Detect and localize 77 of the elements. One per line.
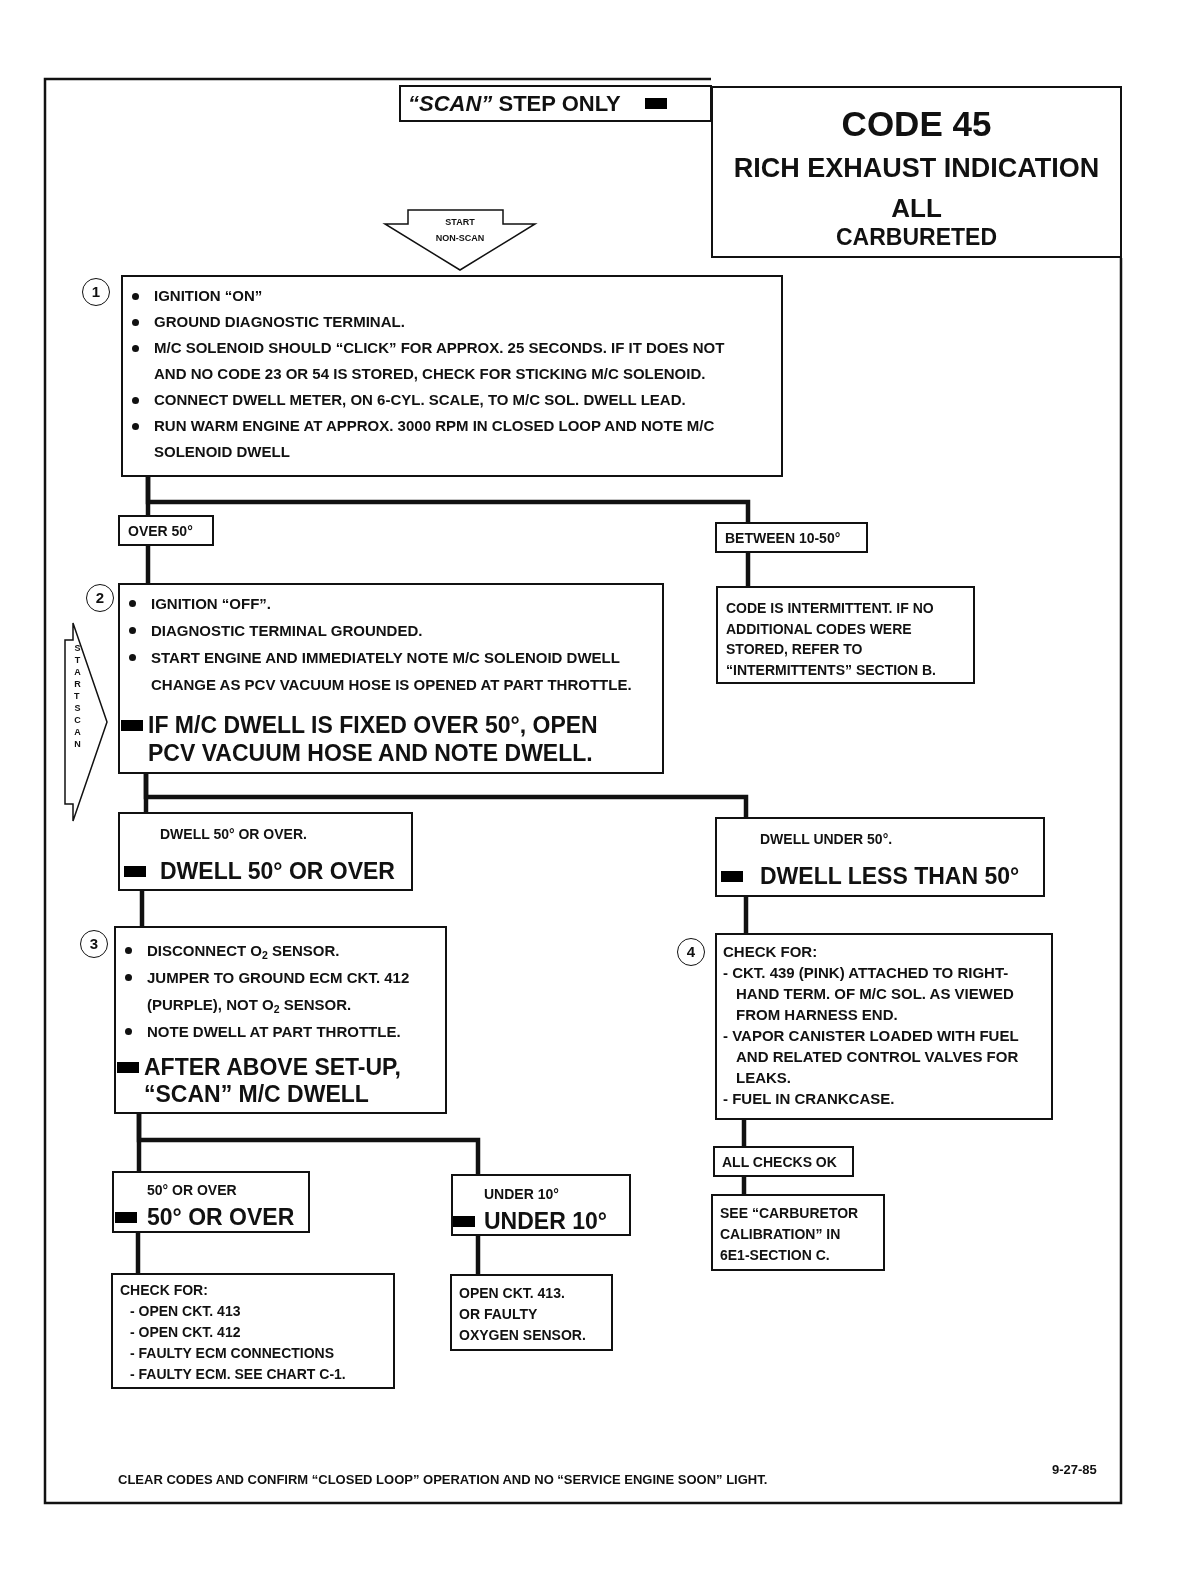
date-label: 9-27-85 bbox=[1052, 1462, 1097, 1478]
condition-box bbox=[713, 1146, 854, 1177]
condition-text: 50° OR OVER bbox=[147, 1182, 237, 1198]
connector-line bbox=[143, 774, 749, 817]
step-text: GROUND DIAGNOSTIC TERMINAL. bbox=[154, 312, 405, 332]
connector-line bbox=[135, 1233, 141, 1273]
check-item: - FAULTY ECM. SEE CHART C-1. bbox=[130, 1365, 346, 1384]
condition-text: DWELL UNDER 50°. bbox=[760, 831, 893, 847]
result-box bbox=[111, 1273, 395, 1389]
connector-line bbox=[475, 1236, 481, 1274]
condition-text: ALL CHECKS OK bbox=[722, 1152, 837, 1171]
condition-text: OVER 50° bbox=[128, 521, 193, 540]
check-item: - OPEN CKT. 412 bbox=[130, 1323, 241, 1342]
step-number: 2 bbox=[86, 584, 114, 612]
connector-line bbox=[741, 1120, 747, 1146]
subtitle-text: RICH EXHAUST INDICATION bbox=[733, 152, 1100, 185]
legend-text: “SCAN” STEP ONLY bbox=[408, 90, 621, 117]
result-box bbox=[450, 1274, 613, 1351]
step-text: M/C SOLENOID SHOULD “CLICK” FOR APPROX. 25 SECONDS. IF IT DOES NOT AND NO CODE 23 OR 54 IS STORED, CHECK FOR STICKING M/C SOLENOID. bbox=[154, 338, 726, 384]
scan-condition-text: DWELL LESS THAN 50° bbox=[760, 862, 1020, 891]
result-text: SEE “CARBURETOR CALIBRATION” IN 6E1-SECTION C. bbox=[720, 1204, 860, 1265]
footer-note: CLEAR CODES AND CONFIRM “CLOSED LOOP” OPERATION AND NO “SERVICE ENGINE SOON” LIGHT. bbox=[118, 1472, 768, 1488]
instruction-box bbox=[715, 933, 1053, 1120]
arrow-label: START SCAN bbox=[74, 642, 81, 750]
connector-line bbox=[743, 897, 749, 933]
check-item: - VAPOR CANISTER LOADED WITH FUEL AND RELATED CONTROL VALVES FOR LEAKS. bbox=[723, 1026, 1020, 1088]
step-text: NOTE DWELL AT PART THROTTLE. bbox=[147, 1022, 401, 1042]
result-text: CODE IS INTERMITTENT. IF NO ADDITIONAL CODES WERE STORED, REFER TO “INTERMITTENTS” SECTION B. bbox=[726, 599, 937, 680]
scan-step-text: IF M/C DWELL IS FIXED OVER 50°, OPEN PCV VACUUM HOSE AND NOTE DWELL. bbox=[148, 711, 599, 767]
condition-text: UNDER 10° bbox=[484, 1186, 559, 1202]
subtitle-text: CARBURETED bbox=[836, 224, 997, 250]
scan-step-text: AFTER ABOVE SET-UP, “SCAN” M/C DWELL bbox=[144, 1054, 402, 1108]
subtitle-text: ALL bbox=[891, 192, 942, 224]
step-number: 4 bbox=[677, 938, 705, 966]
result-text: OPEN CKT. 413. OR FAULTY OXYGEN SENSOR. bbox=[459, 1284, 587, 1345]
result-box bbox=[716, 586, 975, 684]
start-arrow bbox=[64, 622, 108, 822]
step-text: JUMPER TO GROUND ECM CKT. 412 (PURPLE), NOT O$_{2}$ SENSOR. bbox=[147, 968, 411, 1017]
step-text: CONNECT DWELL METER, ON 6-CYL. SCALE, TO M/C SOL. DWELL LEAD. bbox=[154, 390, 686, 410]
condition-box bbox=[112, 1171, 310, 1233]
start-arrow bbox=[383, 209, 537, 272]
step-text: IGNITION “OFF”. bbox=[151, 594, 271, 614]
condition-text: DWELL 50° OR OVER. bbox=[160, 826, 307, 842]
scan-condition-text: UNDER 10° bbox=[484, 1207, 607, 1235]
check-item: - CKT. 439 (PINK) ATTACHED TO RIGHT-HAND TERM. OF M/C SOL. AS VIEWED FROM HARNESS END. bbox=[723, 963, 1015, 1025]
instruction-box bbox=[114, 926, 447, 1114]
step-number: 1 bbox=[82, 278, 110, 306]
arrow-label: START NON-SCAN bbox=[434, 216, 486, 245]
instruction-box bbox=[121, 275, 783, 477]
condition-box bbox=[118, 812, 413, 891]
condition-text: BETWEEN 10-50° bbox=[725, 528, 841, 547]
title-text: CODE 45 bbox=[841, 104, 992, 144]
check-heading: CHECK FOR: bbox=[723, 942, 818, 962]
step-text: DIAGNOSTIC TERMINAL GROUNDED. bbox=[151, 621, 423, 641]
title-box bbox=[711, 86, 1122, 258]
connector-line bbox=[745, 553, 751, 586]
condition-box bbox=[118, 515, 214, 546]
check-item: - FAULTY ECM CONNECTIONS bbox=[130, 1344, 335, 1363]
step-text: START ENGINE AND IMMEDIATELY NOTE M/C SOLENOID DWELL CHANGE AS PCV VACUUM HOSE IS OPENED AT PART THROTTLE. bbox=[151, 648, 633, 695]
connector-line bbox=[145, 546, 151, 583]
result-box bbox=[711, 1194, 885, 1271]
condition-box bbox=[451, 1174, 631, 1236]
condition-box bbox=[715, 522, 868, 553]
step-text: DISCONNECT O$_{2}$ SENSOR. bbox=[147, 941, 340, 963]
scan-condition-text: DWELL 50° OR OVER bbox=[160, 857, 395, 886]
connector-line bbox=[145, 477, 751, 522]
connector-line bbox=[136, 1114, 481, 1174]
connector-line bbox=[139, 891, 145, 926]
step-number: 3 bbox=[80, 930, 108, 958]
step-text: RUN WARM ENGINE AT APPROX. 3000 RPM IN CLOSED LOOP AND NOTE M/C SOLENOID DWELL bbox=[154, 416, 716, 462]
check-heading: CHECK FOR: bbox=[120, 1281, 208, 1300]
instruction-box bbox=[118, 583, 664, 774]
step-text: IGNITION “ON” bbox=[154, 286, 263, 306]
scan-condition-text: 50° OR OVER bbox=[147, 1203, 295, 1231]
check-item: - FUEL IN CRANKCASE. bbox=[723, 1089, 895, 1109]
check-item: - OPEN CKT. 413 bbox=[130, 1302, 241, 1321]
condition-box bbox=[715, 817, 1045, 897]
